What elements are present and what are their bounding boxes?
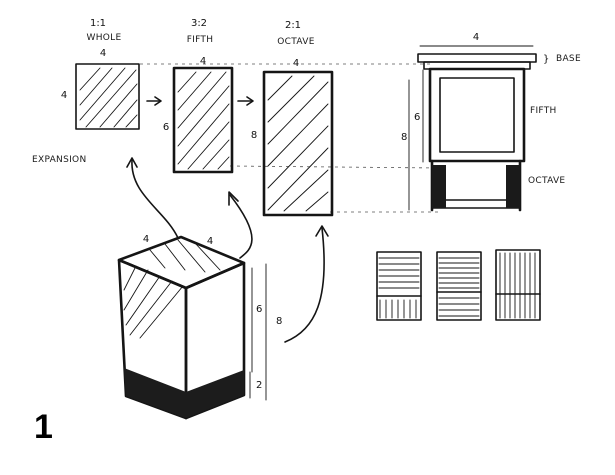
octave-side-label: OCTAVE — [528, 176, 565, 186]
curve-arrow-to-fifth — [228, 191, 253, 259]
fifth-side-label: FIFTH — [530, 106, 557, 116]
fifth-hatching — [177, 71, 230, 170]
swatch-1 — [376, 251, 422, 321]
ratio-value-octave: 2:1 — [285, 20, 301, 31]
elevation-height-6-label: 6 — [414, 112, 420, 123]
box-left-hatching — [123, 265, 184, 339]
box-width-label-1: 4 — [143, 234, 149, 245]
elevation-shade-left — [432, 165, 446, 208]
expansion-label: EXPANSION — [32, 155, 86, 165]
ratio-value-whole: 1:1 — [90, 18, 106, 29]
ratio-name-whole: WHOLE — [87, 33, 122, 43]
ratio-name-fifth: FIFTH — [187, 35, 214, 45]
ratio-header-fifth: 3:2 FIFTH — [187, 18, 214, 45]
swatch-3-outline — [495, 249, 541, 321]
base-label: BASE — [556, 54, 581, 64]
square-hatching — [79, 67, 138, 128]
square-outline — [75, 63, 140, 130]
box-width-label-2: 4 — [207, 236, 213, 247]
isometric-box: 4 4 8 6 2 — [117, 234, 282, 420]
box-top-hatching — [149, 239, 221, 273]
elevation-drawing: 4 } BASE FIFTH OCTAVE 8 6 — [401, 32, 581, 212]
square-width-label: 4 — [100, 48, 106, 59]
guide-fifth — [229, 165, 441, 169]
swatch-2-outline — [436, 251, 482, 321]
arrow-whole-to-fifth — [146, 96, 162, 106]
elevation-shade-right — [506, 165, 520, 208]
figure-number: 1 — [34, 408, 53, 446]
elevation-cap — [417, 53, 537, 63]
octave-hatching — [267, 75, 329, 212]
box-height-6-label: 6 — [256, 304, 262, 315]
fifth-outline — [172, 66, 234, 174]
ratio-header-whole: 1:1 WHOLE — [87, 18, 122, 43]
swatch-3 — [495, 249, 541, 321]
box-shade-left — [124, 368, 186, 418]
elevation-fifth-body — [428, 67, 526, 163]
box-shade-right — [186, 370, 244, 418]
fifth-height-label: 6 — [163, 122, 169, 133]
box-height-2-label: 2 — [256, 380, 262, 391]
square-height-label: 4 — [61, 90, 67, 101]
curve-arrow-to-octave — [284, 225, 329, 343]
octave-width-label: 4 — [293, 58, 299, 69]
ratio-name-octave: OCTAVE — [277, 37, 314, 47]
rect-fifth: 4 6 — [163, 56, 234, 174]
base-brace: } — [543, 54, 549, 65]
swatch-1-outline — [376, 251, 422, 321]
swatch-2 — [436, 251, 482, 321]
box-height-8-label: 8 — [276, 316, 282, 327]
elevation-width-label: 4 — [473, 32, 479, 43]
elevation-inner-panel — [439, 77, 515, 153]
ratio-value-fifth: 3:2 — [191, 18, 207, 29]
octave-outline — [262, 70, 334, 217]
fifth-width-label: 4 — [200, 56, 206, 67]
square-whole: 4 4 — [61, 48, 140, 130]
curve-arrow-to-square — [126, 157, 179, 239]
rect-octave: 4 8 — [251, 58, 334, 217]
arrow-fifth-to-octave — [237, 96, 254, 106]
elevation-height-8-label: 8 — [401, 132, 407, 143]
octave-height-label: 8 — [251, 130, 257, 141]
ratio-header-octave: 2:1 OCTAVE — [277, 20, 314, 47]
